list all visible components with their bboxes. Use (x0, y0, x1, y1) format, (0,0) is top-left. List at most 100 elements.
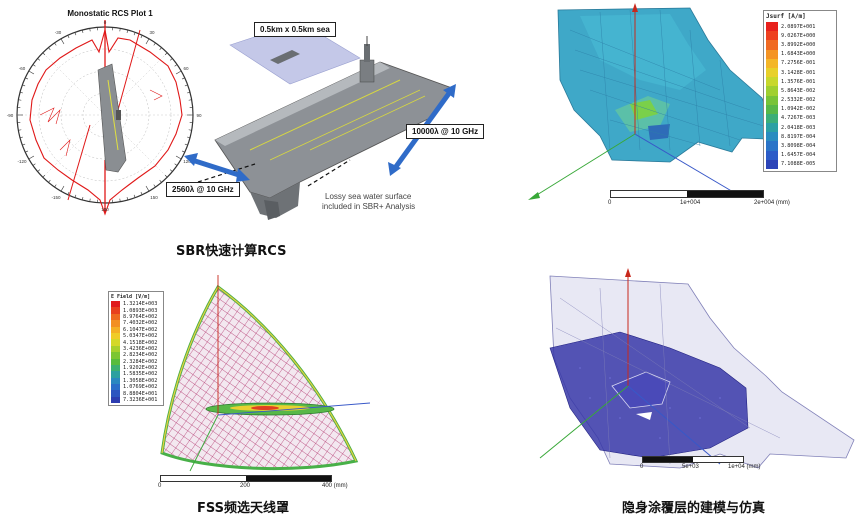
fss-legend-swatch (111, 396, 120, 404)
fss-scale-bar (160, 475, 332, 482)
fss-legend-row: 5.0347E+002 (111, 332, 161, 340)
fss-legend-value: 6.1047E+002 (123, 326, 158, 333)
jsurf-legend-row: 1.6457E-004 (766, 150, 834, 160)
jsurf-legend-row: 2.5332E-002 (766, 95, 834, 105)
fss-legend-row: 1.0769E+002 (111, 384, 161, 391)
fss-legend-swatch (111, 390, 120, 397)
fss-legend-value: 1.9202E+002 (123, 365, 158, 372)
jsurf-legend-row: 5.8643E-002 (766, 86, 834, 96)
fss-legend-value: 2.3284E+002 (123, 358, 158, 365)
fss-legend-value: 1.3214E+003 (123, 301, 158, 308)
jsurf-legend-row: 9.0267E+000 (766, 31, 834, 41)
jsurf-legend-row: 3.8992E+000 (766, 40, 834, 50)
jsurf-legend-row: 7.1088E-005 (766, 159, 834, 169)
fss-legend-value: 1.5835E+002 (123, 371, 158, 378)
rcs-polar-plot: Monostatic RCS Plot 1 0 30 60 90 (7, 9, 202, 216)
fss-legend-row: 1.3214E+003 (111, 301, 161, 308)
jsurf-legend-swatch (766, 22, 778, 32)
jsurf-scale-bar (610, 190, 764, 198)
jsurf-legend-value: 7.2756E-001 (781, 60, 816, 67)
fss-legend-swatch (111, 301, 120, 308)
jsurf-scale-mid: 1e+004 (680, 200, 701, 206)
fss-legend-row: 7.4032E+002 (111, 320, 161, 327)
ship-top-view (97, 63, 127, 173)
coated-bomber-view (539, 268, 855, 469)
polar-tick-m90: -90 (7, 113, 14, 118)
coating-scale-0: 0 (640, 464, 644, 470)
polar-tick-180: 180 (101, 207, 109, 212)
jsurf-legend-swatch (766, 31, 778, 41)
coating-scale-mid: 5e+03 (682, 464, 699, 470)
jsurf-legend-value: 7.1088E-005 (781, 161, 816, 168)
polar-tick-m120: -120 (17, 159, 27, 164)
jsurf-legend-swatch (766, 49, 778, 59)
fss-legend-value: 2.8234E+002 (123, 352, 158, 359)
polar-tick-150: 150 (150, 195, 158, 200)
jsurf-legend-value: 3.8098E-004 (781, 143, 816, 150)
jsurf-legend-swatch (766, 150, 778, 160)
jsurf-legend-value: 1.3576E-001 (781, 78, 816, 85)
fss-legend-row: 8.9764E+002 (111, 313, 161, 321)
fss-legend-row: 7.3236E+001 (111, 396, 161, 404)
jsurf-legend-value: 5.8643E-002 (781, 87, 816, 94)
jsurf-legend-value: 1.6457E-004 (781, 152, 816, 159)
fss-legend-value: 8.8804E+001 (123, 390, 158, 397)
fss-legend-row: 2.3284E+002 (111, 358, 161, 365)
fss-scale-end: 400 (mm) (322, 483, 348, 489)
jsurf-legend-swatch (766, 113, 778, 124)
polar-tick-30: 30 (149, 30, 155, 35)
jsurf-legend-row: 1.3576E-001 (766, 77, 834, 87)
jsurf-legend-row: 3.1428E-001 (766, 67, 834, 78)
jsurf-legend-value: 2.0418E-003 (781, 124, 816, 131)
jsurf-legend-value: 1.0942E-002 (781, 106, 816, 113)
coating-panel: 0 5e+03 1e+04 (mm) (520, 268, 865, 478)
fss-legend-swatch (111, 358, 120, 365)
fss-legend-value: 1.0769E+002 (123, 384, 158, 391)
polar-plot-title: Monostatic RCS Plot 1 (67, 9, 153, 18)
jsurf-legend-value: 4.7267E-003 (781, 115, 816, 122)
jsurf-legend-row: 4.7267E-003 (766, 113, 834, 124)
jsurf-legend-row: 2.0418E-003 (766, 123, 834, 133)
sea-size-label: 0.5km x 0.5km sea (254, 22, 336, 37)
fss-legend-value: 5.0347E+002 (123, 333, 158, 340)
polar-tick-90: 90 (196, 113, 202, 118)
fss-legend-value: 3.4236E+002 (123, 345, 158, 352)
polar-tick-120: 120 (183, 159, 191, 164)
sbr-caption: SBR快速计算RCS (176, 244, 287, 259)
fss-legend-row: 8.8804E+001 (111, 390, 161, 397)
carrier-island (359, 36, 375, 83)
fss-legend-swatch (111, 377, 120, 385)
carrier-scene (184, 21, 456, 220)
fss-legend-row: 4.1518E+002 (111, 339, 161, 346)
fss-legend-value: 1.0893E+003 (123, 307, 158, 314)
fss-legend-swatch (111, 364, 120, 372)
jsurf-legend-row: 1.0942E-002 (766, 104, 834, 114)
sbr-panel: Monostatic RCS Plot 1 0 30 60 90 (0, 0, 500, 235)
jsurf-legend-row: 7.2756E-001 (766, 58, 834, 68)
coating-scale-bar (642, 456, 744, 463)
polar-tick-m60: -60 (19, 66, 26, 71)
jsurf-legend-row: 2.0897E+001 (766, 22, 834, 32)
fss-legend-swatch (111, 326, 120, 333)
fss-legend-title: E Field [V/m] (111, 294, 151, 300)
fss-legend-swatch (111, 371, 120, 378)
polar-tick-m150: -150 (51, 195, 61, 200)
jsurf-scale-0: 0 (608, 200, 612, 206)
fss-legend-swatch (111, 384, 120, 391)
fss-legend-swatch (111, 307, 120, 314)
jsurf-legend-value: 8.8197E-004 (781, 133, 816, 140)
fss-legend-swatch (111, 339, 120, 346)
coating-scale-end: 1e+04 (mm) (728, 464, 761, 470)
jsurf-legend-value: 1.6843E+000 (781, 51, 816, 58)
jsurf-legend-value: 3.1428E-001 (781, 69, 816, 76)
jsurf-legend-swatch (766, 132, 778, 142)
polar-tick-0: 0 (104, 20, 107, 25)
jsurf-legend-swatch (766, 123, 778, 133)
coating-caption: 隐身涂覆层的建模与仿真 (622, 501, 766, 516)
jsurf-legend-row: 8.8197E-004 (766, 132, 834, 142)
jsurf-legend-swatch (766, 58, 778, 68)
jsurf-legend-swatch (766, 159, 778, 169)
